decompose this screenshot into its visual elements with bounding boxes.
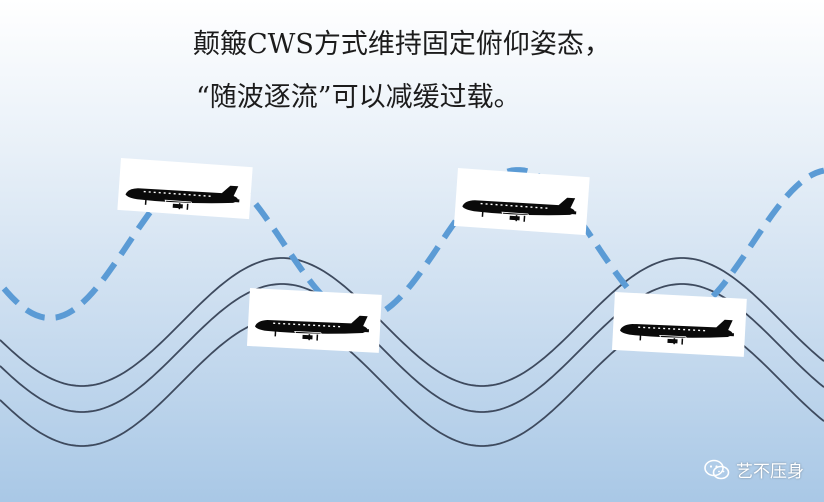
flight-path <box>1 167 824 321</box>
aircraft-card-1 <box>117 158 253 220</box>
aircraft-card-3 <box>453 168 590 236</box>
wave-line-2 <box>0 283 824 413</box>
wave-line-1 <box>0 257 824 387</box>
aircraft-card-2 <box>246 288 382 353</box>
caption-line-1: 颠簸CWS方式维持固定俯仰姿态， <box>193 29 611 60</box>
wechat-icon <box>704 459 730 479</box>
caption: 颠簸CWS方式维持固定俯仰姿态， “随波逐流”可以减缓过载。 <box>0 0 824 130</box>
watermark: 艺不压身 <box>704 457 804 482</box>
watermark-text: 艺不压身 <box>736 462 804 482</box>
aircraft-card-4 <box>611 292 747 357</box>
caption-line-2: “随波逐流”可以减缓过载。 <box>196 82 521 113</box>
